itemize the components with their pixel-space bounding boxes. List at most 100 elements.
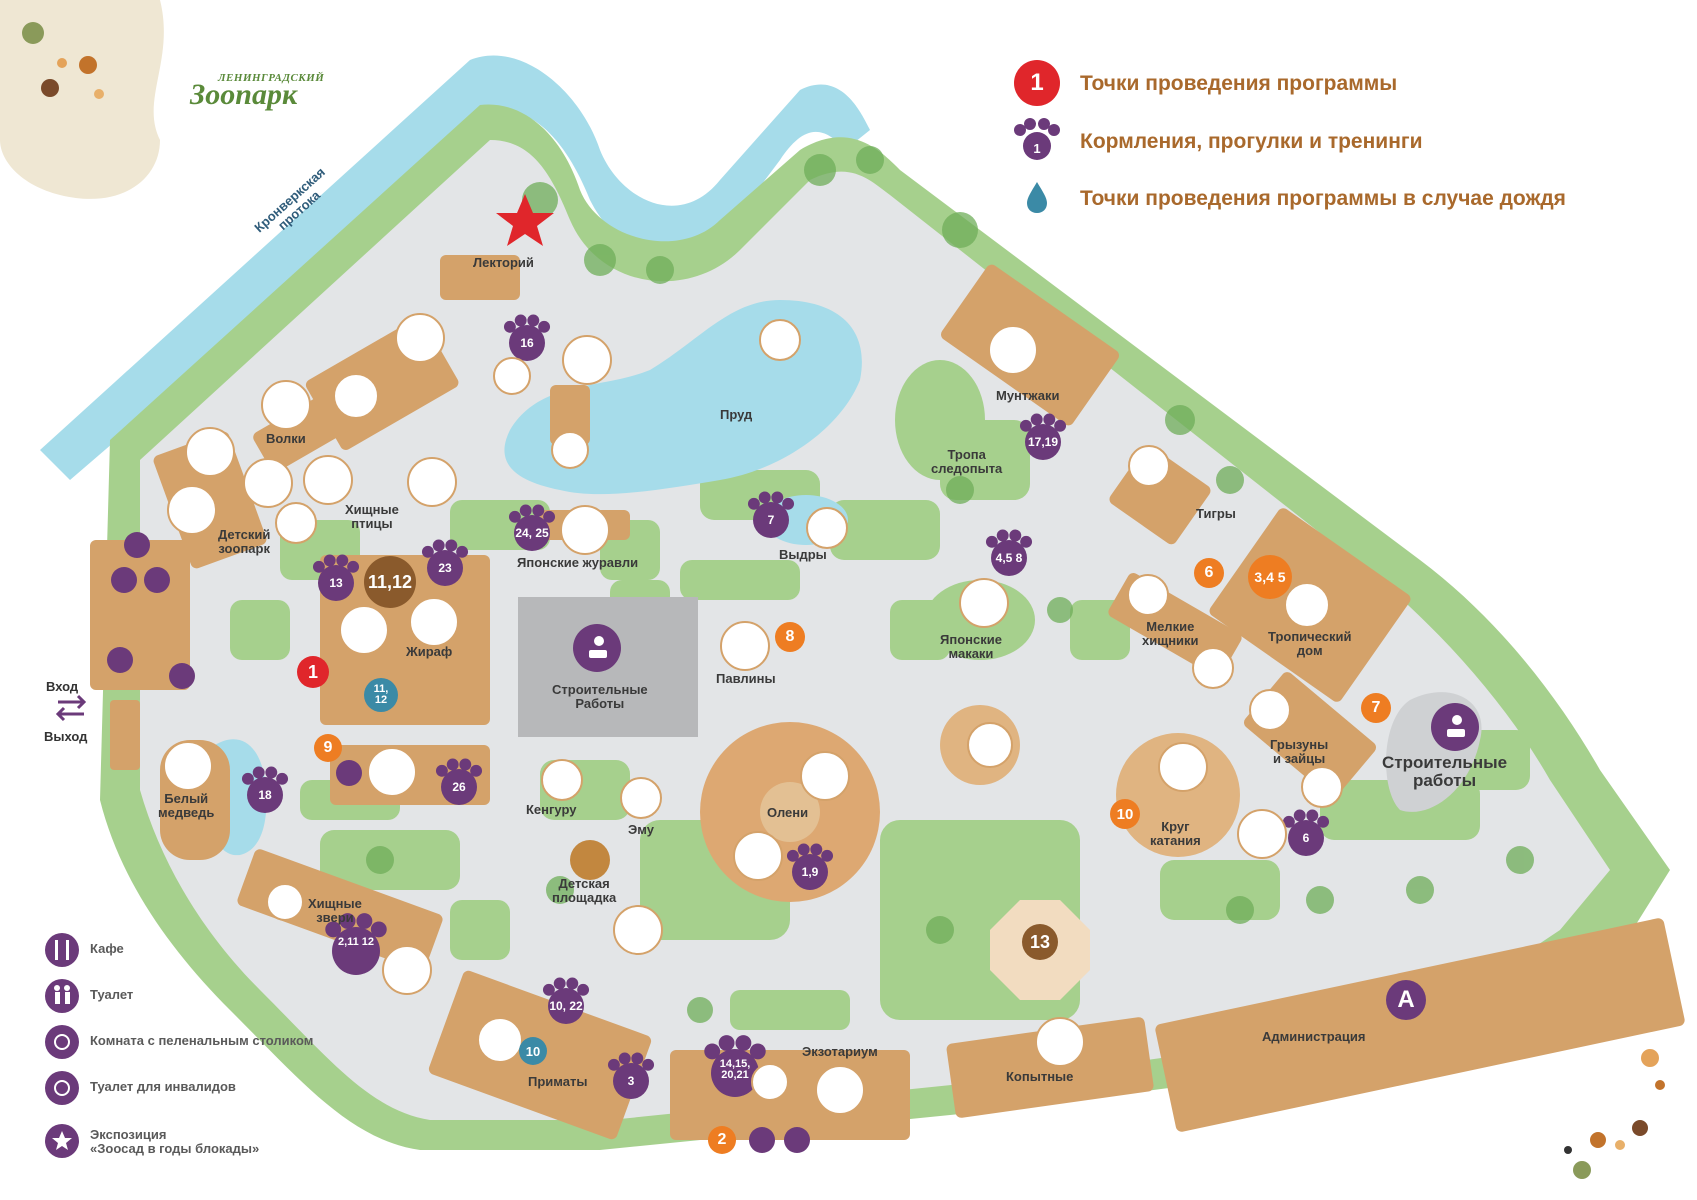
logo: Зоопарк (190, 78, 298, 111)
toilet-icon (749, 1127, 775, 1153)
baby-room-key-icon (45, 1025, 79, 1059)
label-peacocks: Павлины (716, 671, 776, 686)
paw-marker[interactable] (312, 554, 360, 601)
paw-marker[interactable] (508, 504, 556, 551)
paw-marker-label: 10, 22 (549, 999, 583, 1013)
riding-circle (1116, 733, 1240, 857)
logo-top-text: ЛЕНИНГРАДСКИЙ (218, 72, 325, 84)
baby-room-icon (144, 567, 170, 593)
legend-feeding-number: 1 (1033, 141, 1041, 156)
paw-marker-label: 6 (1302, 831, 1310, 845)
label-kangaroo: Кенгуру (526, 802, 577, 817)
paw-marker-label: 24, 25 (515, 526, 549, 540)
paw-marker[interactable] (503, 314, 551, 361)
paw-marker-label: 2,11 12 (337, 936, 375, 948)
program-marker-10[interactable]: 10 (1110, 799, 1140, 829)
rain-marker-10[interactable]: 10 (519, 1037, 547, 1065)
paw-marker-label: 23 (438, 561, 452, 575)
program-marker-7[interactable]: 7 (1361, 693, 1391, 723)
decor-dot (94, 89, 104, 99)
shop-icon (169, 663, 195, 689)
paw-marker[interactable] (241, 766, 289, 813)
paw-marker-label: 4,5 8 (995, 551, 1023, 565)
paw-marker[interactable] (704, 1035, 766, 1097)
decor-dot (1632, 1120, 1648, 1136)
legend-paw-icon (1014, 118, 1060, 160)
key-cafe: Кафе (90, 941, 124, 956)
toilet-icon (124, 532, 150, 558)
paw-marker[interactable] (786, 843, 834, 890)
paw-marker[interactable] (325, 913, 387, 975)
program-marker-3-4-5[interactable]: 3,4 5 (1248, 555, 1292, 599)
paw-marker-label: 13 (329, 576, 343, 590)
program-marker-13[interactable]: 13 (1022, 924, 1058, 960)
paw-marker-label: 14,15, 20,21 (719, 1058, 751, 1081)
paw-marker[interactable] (1019, 413, 1067, 460)
legend-rain-label: Точки проведения программы в случае дожд… (1080, 187, 1566, 210)
decor-dot (1564, 1146, 1572, 1154)
cafe-key-icon (45, 933, 79, 967)
paw-marker-label: 3 (627, 1074, 635, 1088)
rain-marker-11-12[interactable]: 11, 12 (364, 678, 398, 712)
paw-marker[interactable] (542, 977, 590, 1024)
paw-marker[interactable] (421, 539, 469, 586)
label-emu: Эму (628, 822, 654, 837)
administration-marker[interactable]: A (1386, 980, 1426, 1020)
program-marker-11-12[interactable]: 11,12 (364, 556, 416, 608)
disabled-toilet-icon (111, 567, 137, 593)
decor-dot (22, 22, 44, 44)
legend-rain-drop-icon (1027, 182, 1047, 213)
label-hoofed: Копытные (1006, 1069, 1074, 1084)
decor-dot (79, 56, 97, 74)
paw-marker[interactable] (607, 1052, 655, 1099)
decor-dot (1590, 1132, 1606, 1148)
star-icon (496, 194, 554, 246)
disabled-toilet-key-icon (45, 1071, 79, 1105)
label-exotarium: Экзотариум (802, 1044, 878, 1059)
paw-marker[interactable] (1282, 809, 1330, 856)
decor-dot (1573, 1161, 1591, 1179)
program-marker-6[interactable]: 6 (1194, 558, 1224, 588)
paw-marker[interactable] (435, 758, 483, 805)
program-marker-1[interactable]: 1 (297, 656, 329, 688)
label-pond: Пруд (720, 407, 753, 422)
label-giraffe: Жираф (406, 644, 453, 659)
paw-marker[interactable] (747, 491, 795, 538)
label-wolves: Волки (266, 431, 306, 446)
shop-icon (784, 1127, 810, 1153)
label-administration: Администрация (1262, 1029, 1366, 1044)
label-deer: Олени (767, 805, 809, 820)
program-marker-2[interactable]: 2 (708, 1126, 736, 1154)
construction-center-icon (573, 624, 621, 672)
paw-marker-label: 1,9 (801, 865, 819, 879)
construction-right-icon (1431, 703, 1479, 751)
label-primates: Приматы (528, 1074, 588, 1089)
key-toilet: Туалет (90, 987, 134, 1002)
program-marker-8[interactable]: 8 (775, 622, 805, 652)
program-marker-9[interactable]: 9 (314, 734, 342, 762)
label-japanese-cranes: Японские журавли (517, 555, 639, 570)
paw-marker[interactable] (985, 529, 1033, 576)
entrance-arrows-icon (55, 694, 87, 722)
key-baby-room: Комната с пеленальным столиком (90, 1033, 314, 1048)
key-disabled-toilet: Туалет для инвалидов (90, 1079, 236, 1094)
decor-dot (57, 58, 67, 68)
paw-marker-label: 7 (767, 513, 775, 527)
label-lectorium: Лекторий (473, 255, 534, 270)
cafe-icon (107, 647, 133, 673)
playground-wheel (570, 840, 610, 880)
legend-feeding-label: Кормления, прогулки и тренинги (1080, 130, 1423, 153)
label-muntjacs: Мунтжаки (996, 388, 1060, 403)
paw-marker-label: 26 (452, 780, 466, 794)
legend-program-number: 1 (1030, 69, 1044, 96)
decor-dot (41, 79, 59, 97)
label-otters: Выдры (779, 547, 827, 562)
